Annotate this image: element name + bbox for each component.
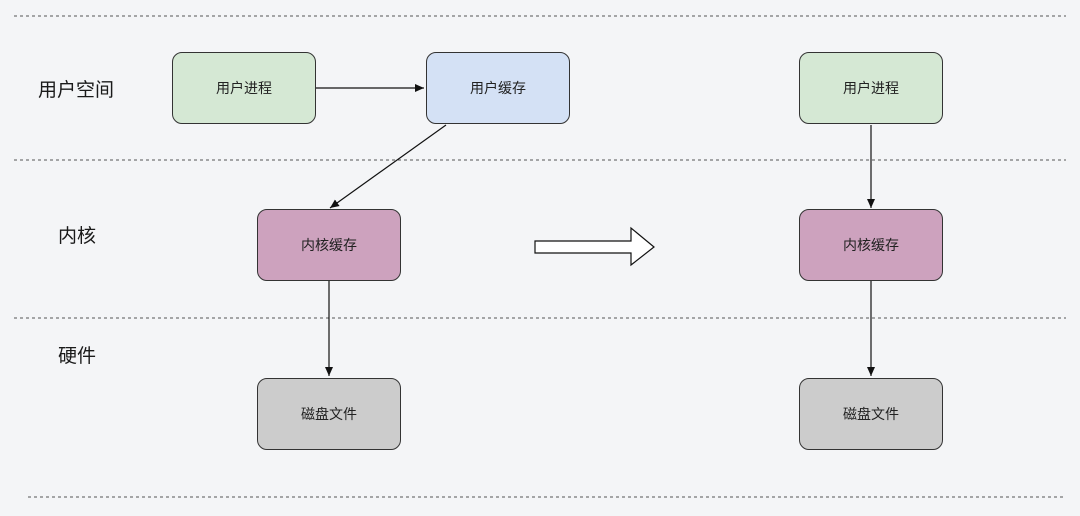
right-kernel-cache-box: 内核缓存 — [799, 209, 943, 281]
layer-label-user-space: 用户空间 — [38, 79, 115, 101]
left-user-cache-box: 用户缓存 — [426, 52, 570, 124]
layer-label-kernel: 内核 — [58, 225, 97, 247]
right-user-process-box: 用户进程 — [799, 52, 943, 124]
transition-arrow — [534, 226, 655, 267]
left-disk-file-box: 磁盘文件 — [257, 378, 401, 450]
arrow-user-cache-to-kernel-cache — [329, 124, 447, 209]
right-disk-file-box: 磁盘文件 — [799, 378, 943, 450]
layer-label-hardware: 硬件 — [58, 345, 97, 367]
left-user-process-box: 用户进程 — [172, 52, 316, 124]
left-kernel-cache-box: 内核缓存 — [257, 209, 401, 281]
